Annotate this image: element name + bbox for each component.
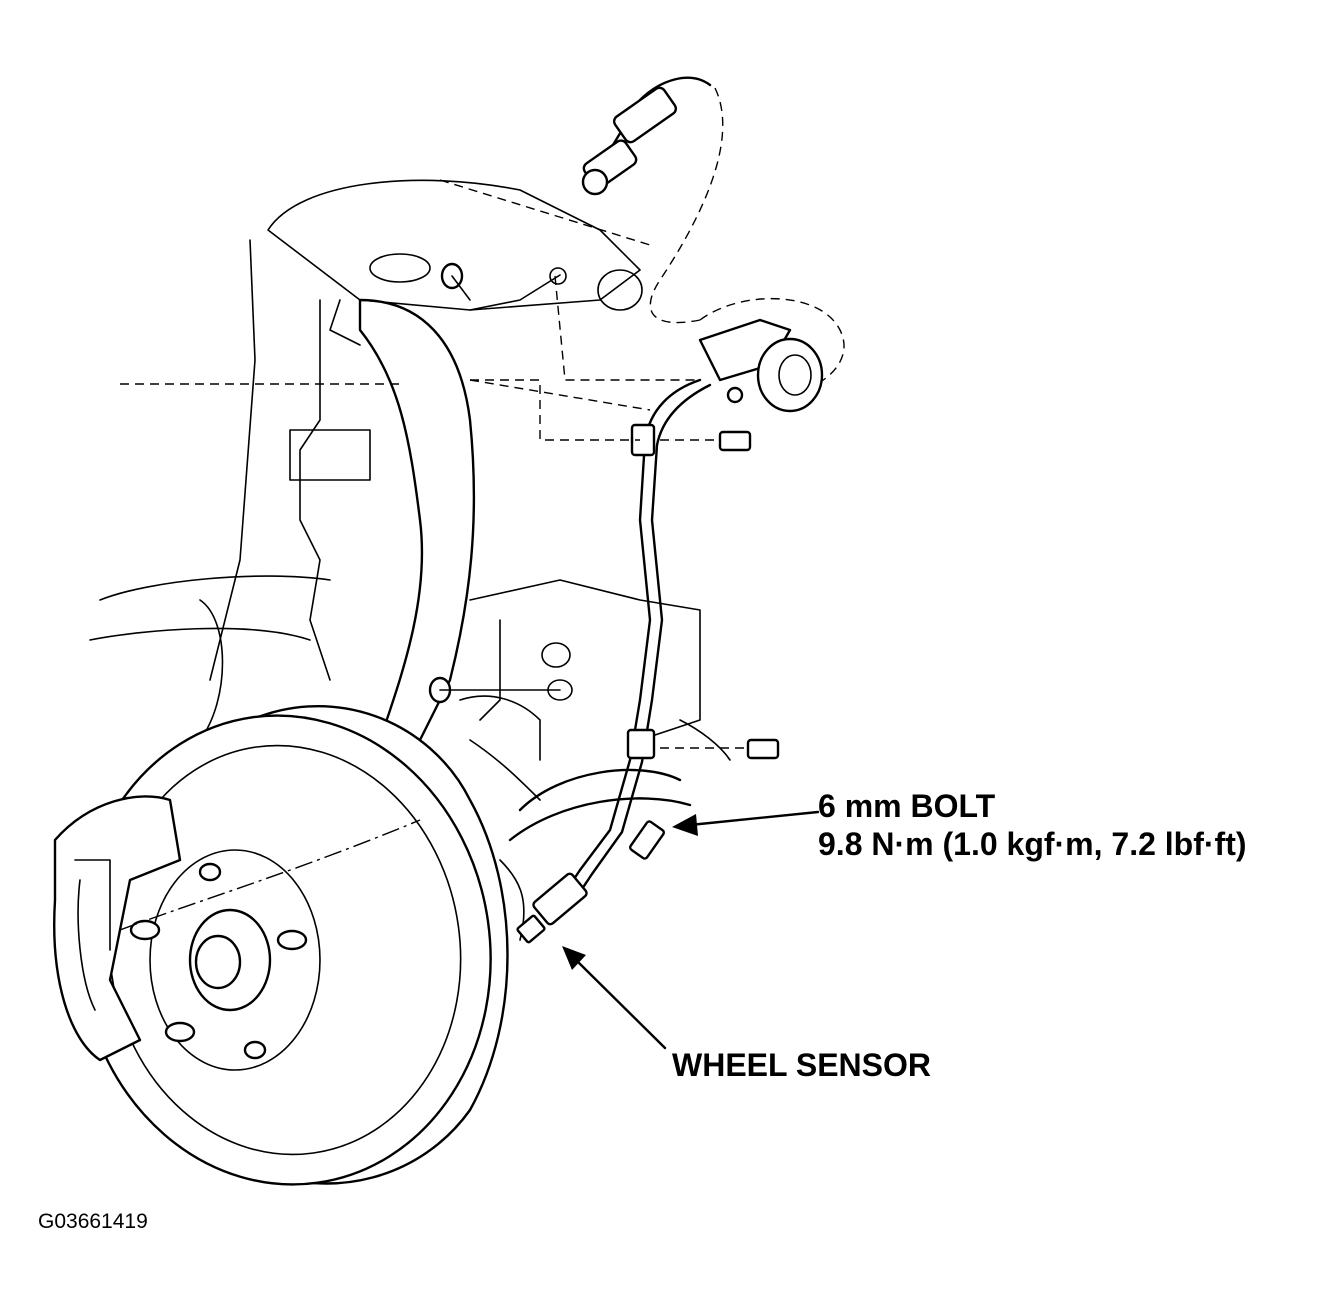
figure-id: G03661419	[38, 1210, 148, 1233]
brake-disc	[78, 705, 509, 1186]
bolt-size-label: 6 mm BOLT	[818, 788, 996, 824]
wheel-sensor-label: WHEEL SENSOR	[672, 1047, 931, 1083]
control-arm	[358, 262, 561, 742]
leader-arrows	[562, 810, 820, 1050]
bolts	[470, 275, 780, 860]
bolt-torque-label: 9.8 N·m (1.0 kgf·m, 7.2 lbf·ft)	[818, 826, 1247, 862]
sensor-cable	[508, 76, 845, 906]
wheel-sensor	[516, 872, 588, 944]
bolt-callout: 6 mm BOLT 9.8 N·m (1.0 kgf·m, 7.2 lbf·ft…	[818, 787, 1247, 863]
brake-caliper	[53, 795, 182, 1062]
